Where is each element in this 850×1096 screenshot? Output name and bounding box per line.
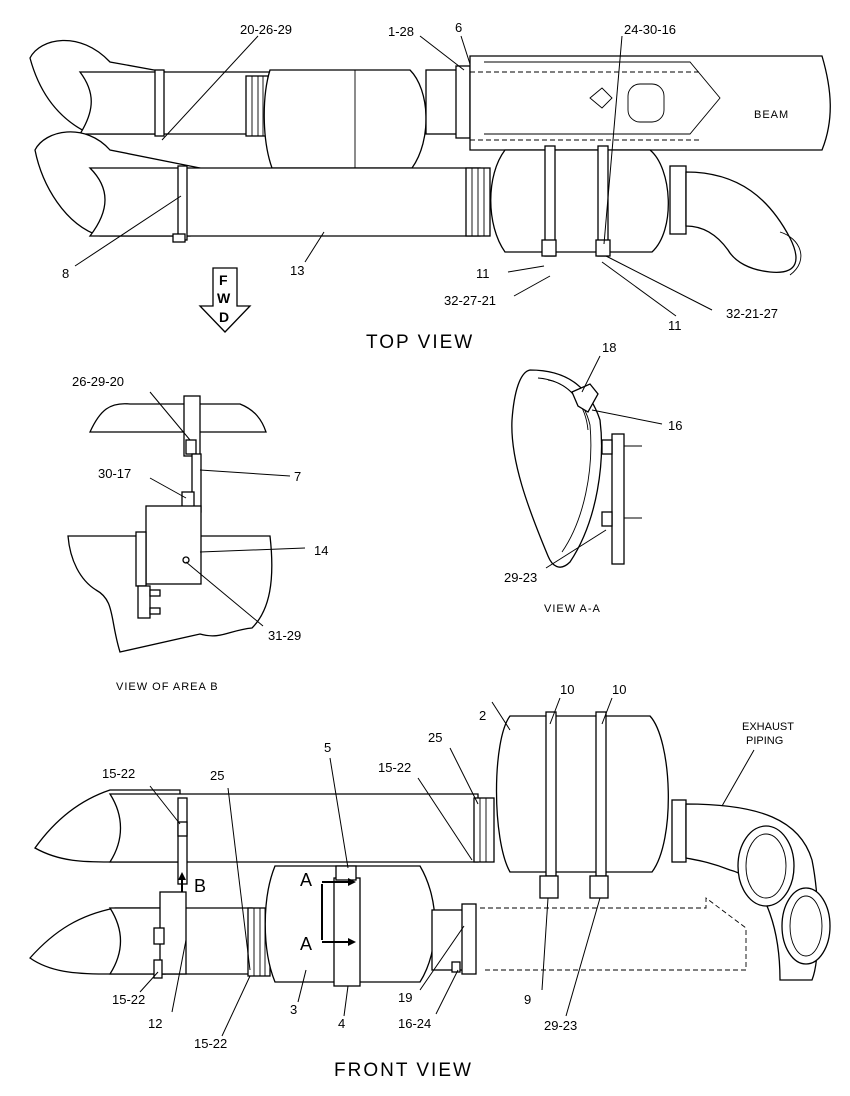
callout-front-25-right: 25 [428,730,442,745]
area-b-upper-pipe [88,403,267,433]
callout-top-11-a: 11 [476,266,490,281]
callout-front-15-22-bottom: 15-22 [194,1036,227,1051]
front-coupling-upper [473,797,495,863]
fwd-letter-f: F [219,272,228,288]
callout-top-20-26-29: 20-26-29 [240,22,292,37]
exhaust-label-line2: PIPING [746,735,783,747]
callout-top-8: 8 [62,266,69,281]
callout-front-25-left: 25 [210,768,224,783]
aa-clamp-strap [571,383,599,413]
callout-front-19: 19 [398,990,412,1005]
callout-front-10a: 10 [560,682,574,697]
view-aa-drawing [511,369,642,568]
callout-front-4: 4 [338,1016,345,1031]
fwd-letter-d: D [219,309,229,325]
callout-front-3: 3 [290,1002,297,1017]
callout-aa-16: 16 [668,418,682,433]
beam [469,55,831,151]
a-marker-top: A [300,870,312,890]
callout-top-6: 6 [455,20,462,35]
area-b-lower-pipe [67,535,273,653]
callout-b-31-29: 31-29 [268,628,301,643]
callout-aa-29-23: 29-23 [504,570,537,585]
front-view-title: FRONT VIEW [334,1060,473,1081]
callout-front-12: 12 [148,1016,162,1031]
fwd-arrow: F W D [198,267,252,333]
top-pipe-upper [78,71,271,135]
front-muffler-main [495,715,669,873]
callout-b-7: 7 [294,469,301,484]
callout-front-2: 2 [479,708,486,723]
callout-b-30-17: 30-17 [98,466,131,481]
callout-front-5: 5 [324,740,331,755]
callout-front-15-22-upper-left: 15-22 [102,766,135,781]
callout-top-32-27-21: 32-27-21 [444,293,496,308]
top-pipe-lower [88,167,481,237]
front-exhaust-flange [671,799,687,863]
callout-front-15-22-lower-left: 15-22 [112,992,145,1007]
top-exhaust-elbow [685,171,797,273]
top-outlet-flange [669,165,687,235]
top-view-drawing [29,39,831,276]
front-strap-10a [545,711,557,877]
fwd-letter-w: W [217,290,231,306]
section-markers [178,872,356,946]
callout-front-16-24: 16-24 [398,1016,431,1031]
aa-mount-plate [611,433,625,565]
callout-b-26-29-20: 26-29-20 [72,374,124,389]
callout-top-11-b: 11 [668,318,682,333]
beam-label: BEAM [754,109,789,121]
b-marker: B [194,876,206,896]
callout-aa-18: 18 [602,340,616,355]
callout-front-9: 9 [524,992,531,1007]
callout-top-32-21-27: 32-21-27 [726,306,778,321]
callout-front-29-23: 29-23 [544,1018,577,1033]
front-strap-10b [595,711,607,877]
front-flange-19 [461,903,477,975]
area-b-leaders [149,391,306,627]
top-muffler-lower [490,149,669,253]
callout-front-10b: 10 [612,682,626,697]
front-plate-4 [333,877,361,987]
view-aa-title: VIEW A-A [544,603,601,615]
front-view-leaders [139,697,755,1037]
callout-top-24-30-16: 24-30-16 [624,22,676,37]
callout-top-13: 13 [290,263,304,278]
top-clamp-band-upper [154,69,165,137]
view-aa-leaders [545,355,663,569]
top-muffler-upper [263,69,427,169]
callout-b-14: 14 [314,543,328,558]
callout-front-15-22-upper-right: 15-22 [378,760,411,775]
top-view-title: TOP VIEW [366,332,474,353]
top-view-leaders [74,35,713,317]
area-b-plate-14 [145,505,202,585]
front-view-drawing [29,711,831,987]
area-b-drawing [67,395,273,653]
top-clamp-band-lower [177,165,188,241]
callout-top-1-28: 1-28 [388,24,414,39]
area-b-title: VIEW OF AREA B [116,681,219,693]
a-marker-bottom: A [300,934,312,954]
exhaust-label-line1: EXHAUST [742,721,794,733]
front-lower-right-pipe [431,909,467,971]
front-pipe-upper [108,793,479,863]
